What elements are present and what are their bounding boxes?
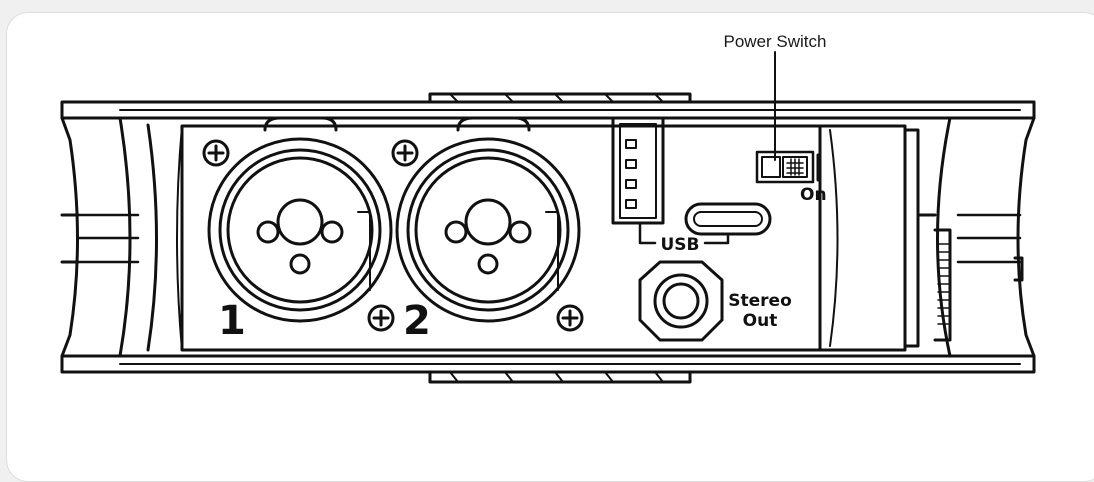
stereo-label-line2: Out	[743, 311, 778, 331]
diagram-card	[6, 12, 1094, 482]
right-bumper	[818, 116, 1036, 358]
input-2-label: 2	[403, 298, 431, 344]
stereo-out-jack	[638, 260, 724, 342]
screw-top-left	[202, 139, 230, 167]
usb-bracket	[638, 221, 730, 245]
usb-a-port	[611, 116, 665, 225]
power-switch-callout: Power Switch	[723, 32, 827, 51]
usb-label: USB	[660, 235, 699, 255]
xlr-input-1	[207, 116, 393, 323]
left-bumper	[60, 116, 158, 358]
xlr-input-2	[395, 116, 581, 323]
stereo-label-line1: Stereo	[728, 291, 792, 311]
top-rail	[60, 92, 1036, 120]
screw-bottom-right	[556, 304, 584, 332]
usb-c-port	[684, 202, 772, 236]
power-switch	[755, 150, 820, 184]
screw-top-middle	[391, 139, 419, 167]
switch-on-label: On	[800, 185, 827, 205]
bottom-rail	[60, 354, 1036, 384]
input-1-label: 1	[218, 298, 246, 344]
screw-bottom-middle	[367, 304, 395, 332]
